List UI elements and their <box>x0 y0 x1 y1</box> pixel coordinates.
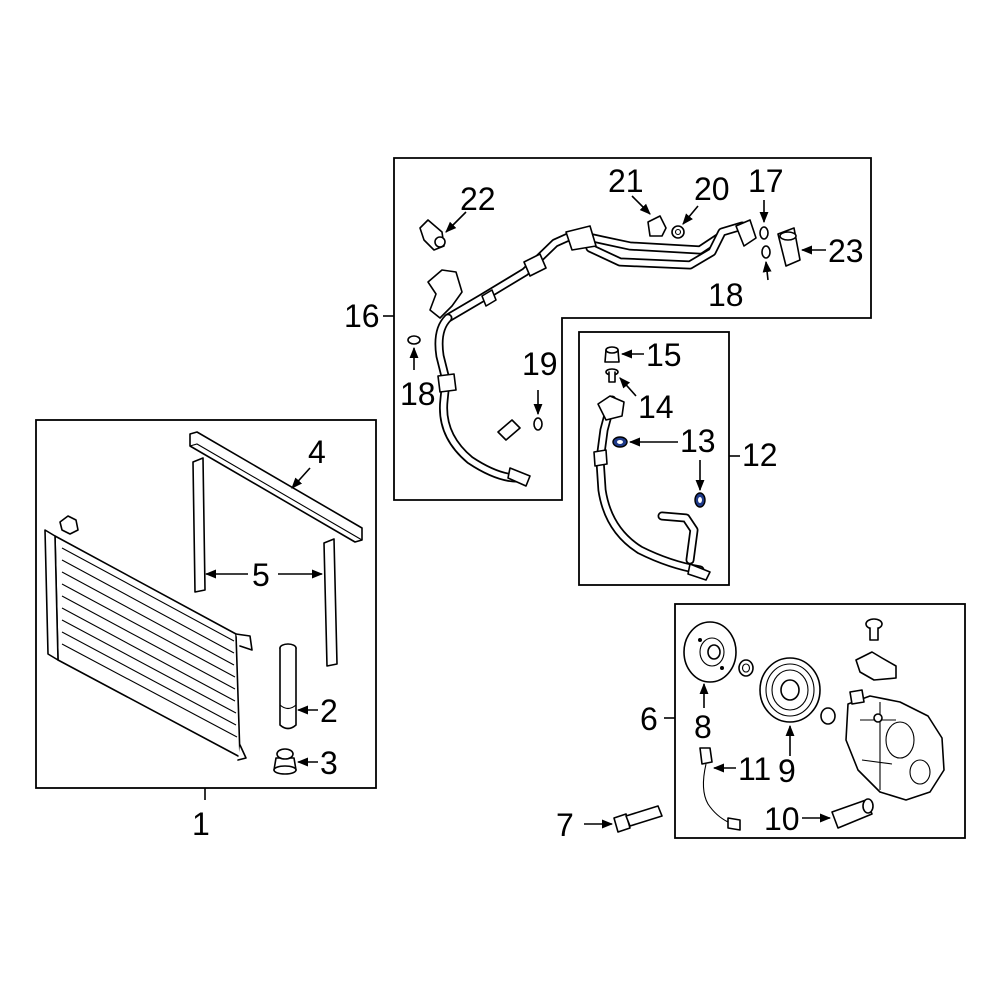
expansion-valve[interactable] <box>777 227 801 267</box>
callout-16[interactable]: 16 <box>344 298 380 334</box>
compressor-box <box>674 603 966 839</box>
callout-1[interactable]: 1 <box>192 806 210 842</box>
callout-13[interactable]: 13 <box>680 423 716 459</box>
sensor-wire[interactable] <box>699 747 741 831</box>
leader-22 <box>445 211 467 233</box>
o-ring-18-left[interactable] <box>407 335 421 345</box>
hose-group-16: 16 22 21 <box>344 157 872 501</box>
callout-12[interactable]: 12 <box>742 437 778 473</box>
leader-14 <box>619 377 637 397</box>
callout-15[interactable]: 15 <box>646 337 682 373</box>
discharge-hose[interactable] <box>593 395 711 581</box>
pressure-sensor[interactable] <box>831 798 874 829</box>
drier-cap[interactable] <box>273 748 297 775</box>
hose-assembly-16[interactable] <box>427 219 757 487</box>
condenser-box <box>35 419 377 789</box>
callout-18-upper[interactable]: 18 <box>708 277 744 313</box>
valve-core-20[interactable] <box>671 225 685 239</box>
callout-22[interactable]: 22 <box>460 181 496 217</box>
compressor-group: 6 8 9 <box>640 603 966 839</box>
compressor-mount-bolt[interactable] <box>613 805 663 833</box>
callout-4[interactable]: 4 <box>308 434 326 470</box>
callout-19[interactable]: 19 <box>522 346 558 382</box>
clutch-hub[interactable] <box>683 621 737 683</box>
seal-strip-right[interactable] <box>323 538 338 667</box>
callout-11[interactable]: 11 <box>738 751 771 787</box>
condenser-group: 1 4 5 <box>35 419 377 842</box>
receiver-drier[interactable] <box>279 643 297 730</box>
snap-ring[interactable] <box>820 707 836 725</box>
valve-core-14[interactable] <box>605 368 619 383</box>
callout-14[interactable]: 14 <box>638 389 674 425</box>
leader-4 <box>291 467 311 489</box>
o-ring-18-upper[interactable] <box>761 245 771 259</box>
o-ring-17[interactable] <box>759 226 769 240</box>
hose-box-16 <box>393 157 872 501</box>
callout-20[interactable]: 20 <box>694 171 730 207</box>
o-ring-13-lower[interactable] <box>694 492 706 508</box>
condenser[interactable] <box>44 515 253 761</box>
hose-box-12 <box>578 331 730 586</box>
callout-10[interactable]: 10 <box>764 801 800 837</box>
callout-6[interactable]: 6 <box>640 701 658 737</box>
o-ring-13-upper[interactable] <box>612 436 628 448</box>
bracket[interactable] <box>855 651 897 681</box>
service-cap-21[interactable] <box>647 215 667 237</box>
callout-5[interactable]: 5 <box>252 557 270 593</box>
leader-20 <box>682 205 699 225</box>
callout-9[interactable]: 9 <box>778 753 796 789</box>
shim[interactable] <box>738 659 754 677</box>
callout-2[interactable]: 2 <box>320 693 338 729</box>
seal-strip-top[interactable] <box>189 431 363 543</box>
service-cap-15[interactable] <box>604 346 620 363</box>
callout-21[interactable]: 21 <box>608 163 644 199</box>
seal-strip-left[interactable] <box>192 457 206 593</box>
pressure-switch[interactable] <box>419 219 446 251</box>
o-ring-19[interactable] <box>533 417 543 431</box>
callout-3[interactable]: 3 <box>320 745 338 781</box>
leader-18-upper <box>762 260 772 281</box>
callout-17[interactable]: 17 <box>748 163 784 199</box>
hose-group-12: 12 15 14 <box>578 331 778 586</box>
callout-7[interactable]: 7 <box>556 807 574 843</box>
compressor[interactable] <box>845 689 945 801</box>
callout-23[interactable]: 23 <box>828 233 864 269</box>
clutch-pulley[interactable] <box>759 657 821 723</box>
callout-18-left[interactable]: 18 <box>400 376 436 412</box>
leader-21 <box>631 195 651 215</box>
bracket-bolt[interactable] <box>865 618 883 641</box>
callout-8[interactable]: 8 <box>694 709 712 745</box>
